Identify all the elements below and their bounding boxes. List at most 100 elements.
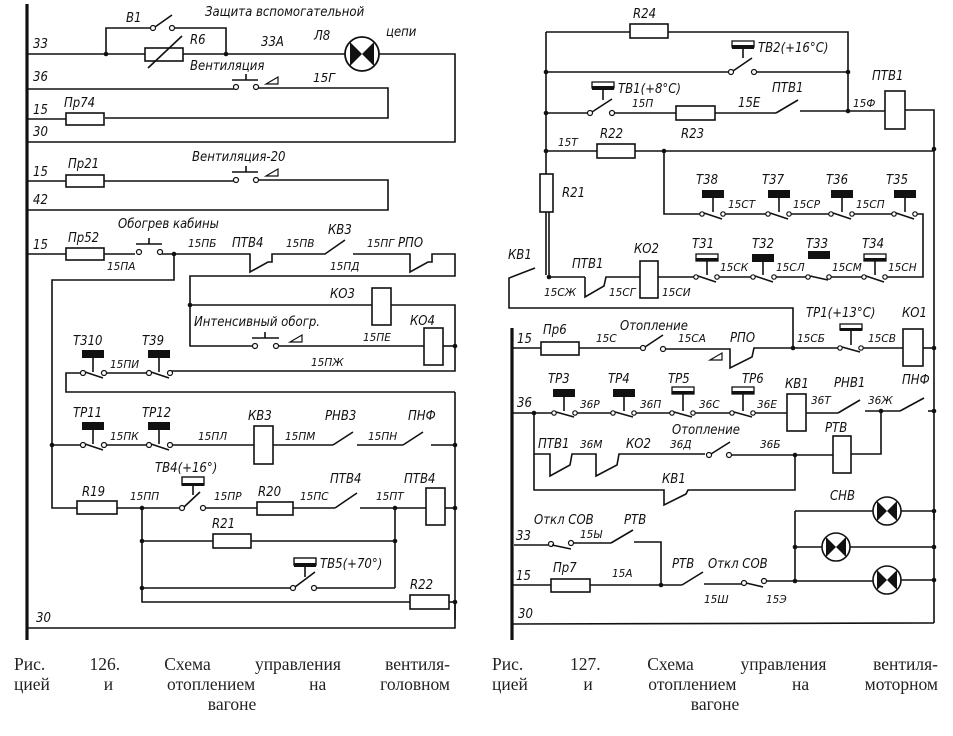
bypass-wire2 — [174, 27, 227, 54]
node-label: 15С — [596, 333, 617, 345]
switch-b1-contact — [149, 24, 157, 32]
node-label: 15Г — [313, 71, 336, 85]
thermal-relay-t31 — [693, 253, 720, 283]
component-label: R22 — [410, 578, 433, 593]
button-contact — [232, 176, 240, 184]
coil-ptv4 — [425, 487, 446, 526]
coil-ptv1 — [884, 90, 906, 130]
component-label: РТВ — [825, 421, 847, 436]
thermal-relay-tr11 — [79, 422, 108, 451]
node-label: 15ПИ — [110, 359, 139, 371]
switch-off-sov — [551, 544, 572, 550]
thermal-relay-tr1 — [837, 323, 864, 353]
node-label: 15ПД — [330, 261, 359, 273]
wire-label: 30 — [518, 607, 533, 622]
component-label: КВ1 — [508, 248, 532, 263]
resistor-r21 — [539, 173, 554, 213]
fuse-pr52 — [65, 247, 105, 261]
button-contact — [252, 83, 260, 91]
note-label: цепи — [386, 25, 417, 40]
component-label: ТВ2(+16°С) — [758, 41, 828, 56]
fuse-pr74 — [65, 112, 105, 126]
figure-127-schematic: R24 ТВ2(+16°С) ТВ1(+8°С) 15П 15Е ПТВ1 ПТ… — [508, 7, 937, 640]
resistor-r24 — [629, 23, 669, 39]
node-label: 15СА — [678, 333, 706, 345]
resistor-r20 — [256, 501, 294, 516]
component-label: Т35 — [886, 173, 908, 188]
node-label: 15СП — [856, 199, 885, 211]
node-label: 36Б — [760, 439, 781, 451]
thermal-relay-tr4 — [610, 389, 637, 418]
wire-15pb-ptv4 — [162, 239, 346, 274]
resistor-r22 — [596, 143, 636, 159]
component-label: КО3 — [330, 287, 355, 302]
contact-ptv1 — [775, 99, 799, 114]
node — [139, 585, 145, 591]
component-label: ПТВ1 — [538, 437, 569, 452]
switch-b1-contact2 — [168, 24, 176, 32]
component-label: Т34 — [862, 237, 884, 252]
note-label: Отопление — [620, 319, 688, 334]
node-label: 15ПК — [110, 431, 139, 443]
wire-r19-feed — [51, 380, 77, 509]
switch-contact — [639, 344, 647, 352]
resistor-r19 — [76, 500, 118, 515]
switch-contact — [740, 579, 748, 587]
node-label: 15ПН — [368, 431, 397, 443]
node-label: 15СР — [793, 199, 821, 211]
component-label: Т39 — [142, 334, 164, 349]
node-label: 36Р — [580, 399, 600, 411]
component-label: РТВ — [624, 513, 646, 528]
coil-rtv — [832, 435, 852, 474]
caption-line: цией и отоплением на моторном — [492, 674, 938, 694]
switch-contact — [659, 345, 667, 353]
wire-label: 15 — [33, 165, 48, 180]
node-label: 15ПП — [130, 491, 159, 503]
wire-branch — [51, 254, 175, 380]
wire-label: 33 — [516, 529, 531, 544]
node — [931, 345, 937, 351]
wire-15pg-rpo — [189, 253, 456, 305]
latch-icon — [707, 351, 723, 361]
node-label: 15СГ — [609, 287, 637, 299]
component-label: ПТВ4 — [404, 472, 435, 487]
node-label: 36Т — [811, 395, 832, 407]
thermal-switch-tv4 — [178, 476, 207, 512]
contact-ptv1-nc — [584, 276, 640, 299]
component-label: ТР4 — [608, 372, 630, 387]
component-label: КО4 — [410, 314, 435, 329]
node-label: 15ПМ — [285, 431, 315, 443]
wire-label: 15 — [33, 103, 48, 118]
thermal-relay-t36 — [828, 190, 855, 220]
caption-line: цией и отоплением на головном — [14, 674, 450, 694]
caption-line: вагоне — [207, 694, 257, 714]
figure-126-schematic: 33 36 15 30 15 42 15 30 В1 R6 33А Л8 Защ… — [25, 4, 458, 640]
note-label: Вентиляция-20 — [192, 150, 285, 165]
button-contact — [252, 176, 260, 184]
figure-127-caption: Рис. 127. Схема управления вентиля- цией… — [492, 654, 938, 714]
component-label: РНВ1 — [834, 376, 865, 391]
node-label: 15А — [612, 568, 633, 580]
node — [139, 538, 145, 544]
latch-icon — [287, 333, 303, 343]
component-label: ТР12 — [142, 406, 171, 421]
component-label: ТВ5(+70°) — [320, 557, 382, 572]
switch-contact — [567, 539, 575, 547]
wire-label: 30 — [36, 611, 51, 626]
wire-30-return — [27, 602, 456, 629]
button-contact — [156, 248, 164, 256]
wire — [634, 541, 662, 584]
component-label: ТВ1(+8°С) — [618, 82, 681, 97]
component-label: КВ3 — [328, 223, 352, 238]
component-label: ПТВ4 — [232, 236, 263, 251]
wire-label: 15 — [516, 569, 531, 584]
latch-icon — [263, 167, 279, 177]
thermal-relay-t35 — [891, 190, 918, 220]
node-label: 15Е — [738, 96, 761, 111]
component-label: Пр74 — [64, 96, 95, 111]
node-label: 15СН — [888, 262, 917, 274]
coil-ko3 — [371, 287, 392, 326]
component-label: R21 — [562, 186, 585, 201]
coil-ko4 — [423, 327, 444, 366]
switch-contact — [705, 451, 713, 459]
